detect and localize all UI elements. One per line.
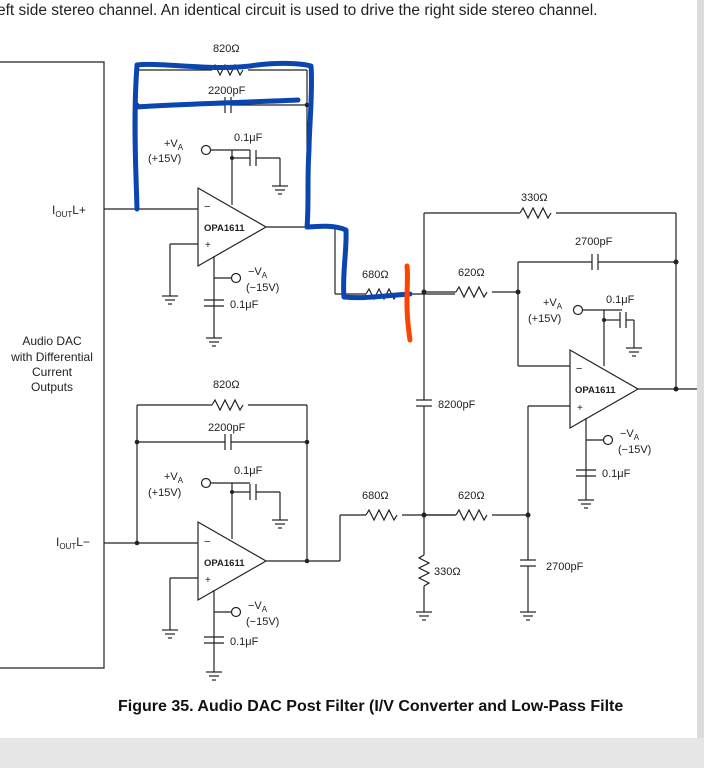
pin-iout-plus-label: IOUTL+ <box>52 203 86 219</box>
pin-iout-minus-label: IOUTL− <box>56 535 90 551</box>
c-2700-bottom-label: 2700pF <box>546 561 584 573</box>
opamp-u2-label: OPA1611 <box>204 558 245 569</box>
audio-dac-block: Audio DAC with Differential Current Outp… <box>0 61 105 669</box>
figure-caption: Figure 35. Audio DAC Post Filter (I/V Co… <box>118 698 624 715</box>
c-2200-bottom-label: 2200pF <box>208 422 246 434</box>
u2-noninverting-input-label: + <box>205 575 211 586</box>
u1-vplus-label: +VA <box>164 138 184 152</box>
r-820-bottom-label: 820Ω <box>213 379 240 391</box>
u3-vplus-label: +VA <box>543 297 563 311</box>
u2-decoupling-top-label: 0.1μF <box>234 465 263 477</box>
r-620-top-label: 620Ω <box>458 267 485 279</box>
u2-vminus-value: (−15V) <box>246 616 279 628</box>
u2-vplus-label: +VA <box>164 471 184 485</box>
u3-decoupling-top-label: 0.1μF <box>606 294 635 306</box>
r-330-top-label: 330Ω <box>521 192 548 204</box>
c-8200-label: 8200pF <box>438 399 476 411</box>
schematic-diagram: Audio DAC with Differential Current Outp… <box>0 43 697 681</box>
opamp-u1-label: OPA1611 <box>204 223 245 234</box>
u1-vplus-value: (+15V) <box>148 153 181 165</box>
u1-decoupling-top-label: 0.1μF <box>234 132 263 144</box>
r-620-bottom-label: 620Ω <box>458 490 485 502</box>
u3-vminus-value: (−15V) <box>618 444 651 456</box>
u1-inverting-input-label: − <box>204 201 210 213</box>
u1-vminus-value: (−15V) <box>246 282 279 294</box>
r-820-top-label: 820Ω <box>213 43 240 55</box>
dac-label-line3: Current <box>32 365 73 379</box>
u2-vplus-value: (+15V) <box>148 487 181 499</box>
c-2200-top-label: 2200pF <box>208 85 246 97</box>
dac-label-line1: Audio DAC <box>22 334 82 348</box>
u1-decoupling-bottom-label: 0.1μF <box>230 299 259 311</box>
red-marker-annotation <box>404 263 413 343</box>
header-text: eft side stereo channel. An identical ci… <box>0 2 598 19</box>
u3-noninverting-input-label: + <box>577 403 583 414</box>
u2-decoupling-bottom-label: 0.1μF <box>230 636 259 648</box>
u3-inverting-input-label: − <box>576 363 582 375</box>
r-680-top-label: 680Ω <box>362 269 389 281</box>
document-page <box>0 0 697 738</box>
u1-vminus-label: −VA <box>248 266 268 280</box>
c-2700-top-label: 2700pF <box>575 236 613 248</box>
dac-label-line4: Outputs <box>31 380 73 394</box>
r-680-bottom-label: 680Ω <box>362 490 389 502</box>
opamp-u3-label: OPA1611 <box>575 385 616 396</box>
iv-stage-bottom <box>104 398 340 681</box>
u3-vminus-label: −VA <box>620 428 640 442</box>
u2-inverting-input-label: − <box>204 536 210 548</box>
u1-noninverting-input-label: + <box>205 240 211 251</box>
u3-vplus-value: (+15V) <box>528 313 561 325</box>
dac-label-line2: with Differential <box>10 350 93 364</box>
blue-marker-annotation <box>132 60 413 301</box>
lowpass-stage <box>415 206 697 621</box>
u3-decoupling-bottom-label: 0.1μF <box>602 468 631 480</box>
scrollbar-track[interactable] <box>697 0 704 738</box>
u2-vminus-label: −VA <box>248 600 268 614</box>
r-330-bottom-label: 330Ω <box>434 566 461 578</box>
